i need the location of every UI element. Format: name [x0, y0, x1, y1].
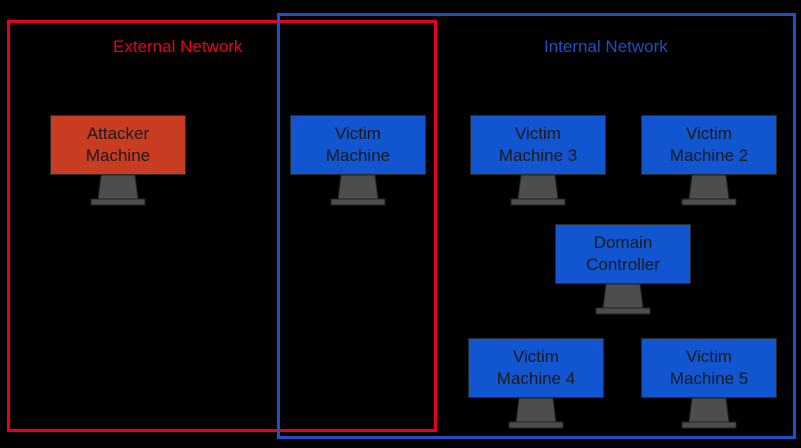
victim-machine-5: Victim Machine 5 [641, 338, 777, 448]
monitor-icon [681, 175, 737, 206]
machine-label-line2: Machine 2 [669, 146, 749, 165]
machine-label-line2: Machine [85, 146, 151, 165]
victim-machine: Victim Machine [290, 115, 426, 225]
monitor-icon [90, 175, 146, 206]
machine-label-line1: Victim [686, 124, 732, 143]
monitor-icon [330, 175, 386, 206]
external-network-zone [7, 20, 437, 432]
machine-label-line2: Controller [586, 255, 660, 274]
machine-label-line1: Domain [593, 233, 653, 252]
internal-network-label: Internal Network [544, 37, 668, 56]
machine-label-line1: Victim [513, 347, 559, 366]
victim-machine-5-screen: Victim Machine 5 [641, 338, 777, 398]
domain-controller-screen: Domain Controller [555, 224, 691, 284]
external-network-label: External Network [113, 37, 243, 56]
monitor-icon [508, 398, 564, 429]
victim-machine-3-screen: Victim Machine 3 [470, 115, 606, 175]
victim-machine-2-screen: Victim Machine 2 [641, 115, 777, 175]
attacker-machine: Attacker Machine [50, 115, 186, 225]
victim-machine-2: Victim Machine 2 [641, 115, 777, 225]
machine-label-line2: Machine 4 [496, 369, 576, 388]
attacker-machine-screen: Attacker Machine [50, 115, 186, 175]
machine-label-line1: Victim [335, 124, 381, 143]
monitor-icon [510, 175, 566, 206]
internal-network-zone [277, 13, 796, 439]
machine-label-line2: Machine 3 [498, 146, 578, 165]
domain-controller: Domain Controller [555, 224, 691, 334]
monitor-icon [681, 398, 737, 429]
victim-machine-screen: Victim Machine [290, 115, 426, 175]
machine-label-line1: Victim [686, 347, 732, 366]
victim-machine-4-screen: Victim Machine 4 [468, 338, 604, 398]
monitor-icon [595, 284, 651, 315]
machine-label-line1: Victim [515, 124, 561, 143]
machine-label-line2: Machine 5 [669, 369, 749, 388]
machine-label-line2: Machine [325, 146, 391, 165]
victim-machine-3: Victim Machine 3 [470, 115, 606, 225]
victim-machine-4: Victim Machine 4 [468, 338, 604, 448]
machine-label-line1: Attacker [86, 124, 150, 143]
